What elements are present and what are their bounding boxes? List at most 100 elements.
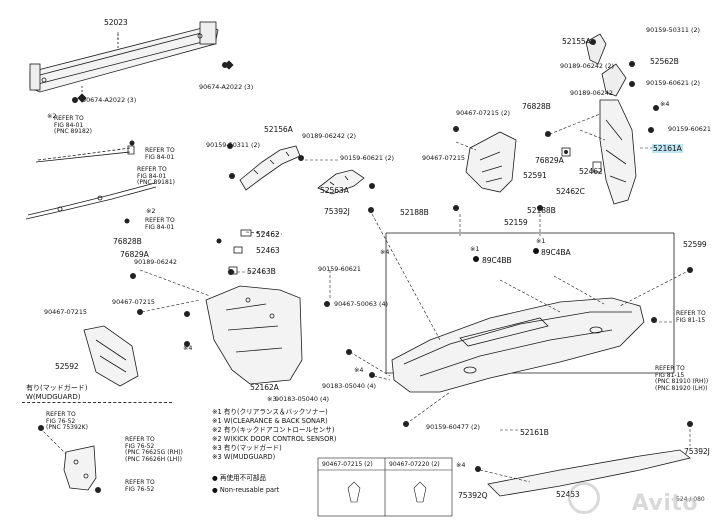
nonreusable-dot (533, 248, 539, 254)
molding-52453 (487, 449, 691, 497)
legend-table (317, 457, 453, 517)
label-75392q: 75392Q (458, 491, 488, 500)
table-marker-x4: ※4 (456, 461, 466, 469)
label-90467-07215-d: 90467-07215 (44, 308, 87, 316)
label-52591: 52591 (523, 171, 547, 180)
marker-x2-a: ※2 (47, 112, 57, 120)
kick-sensor-wires (25, 145, 157, 220)
label-90159-60621-top: 90159-60621 (2) (646, 79, 701, 87)
marker-x4-d: ※4 (380, 248, 390, 256)
bracket-52563a (317, 169, 365, 195)
label-52023: 52023 (104, 18, 128, 27)
label-52155a: 52155A (562, 37, 591, 46)
label-76829a-top: 76829A (535, 156, 564, 165)
label-90674-b: 90674-A2022 (3) (199, 83, 254, 91)
bracket-52156a (239, 145, 301, 191)
watermark-logo (568, 482, 600, 514)
label-90189-06242-b: 90189-06242 (134, 258, 177, 266)
label-75392j-b: 75392J (684, 447, 710, 456)
label-90159-60621-mid: 90159-60621 (668, 125, 711, 133)
label-52462-b: 52462 (256, 230, 280, 239)
label-90467-07215-mid: 90467-07215 (2) (456, 109, 511, 117)
label-52592: 52592 (55, 362, 79, 371)
label-90189-06242-mid: 90189-06242 (570, 89, 613, 97)
mud-guard (63, 445, 97, 491)
marker-x4: ※4 (660, 100, 670, 108)
label-76828b: 76828B (113, 237, 142, 246)
label-90183-05040: 90183-05040 (4) (322, 382, 377, 390)
mudguard-heading-jp: 有り(マッドガード) (26, 384, 88, 392)
marker-x2-b: ※2 (146, 207, 156, 215)
legend-line-6: ※3 W(MUDGUARD) (212, 453, 276, 461)
label-52156a: 52156A (264, 125, 293, 134)
legend-line-5: ※3 有り(マッドガード) (212, 444, 282, 452)
label-52563a: 52563A (320, 186, 349, 195)
side-piece-52162a (205, 285, 303, 385)
label-52562b: 52562B (650, 57, 679, 66)
label-89c4bb: 89C4BB (482, 256, 512, 265)
label-90183-05040-b: 90183-05040 (4) (275, 395, 330, 403)
reinforcement-52023 (29, 21, 219, 93)
label-52599: 52599 (683, 240, 707, 249)
label-89c4ba: 89C4BA (541, 248, 571, 257)
legend-line-8: ● Non-reusable part (212, 486, 280, 494)
label-52188b-a: 52188B (400, 208, 429, 217)
label-90674: 90674-A2022 (3) (82, 96, 137, 104)
label-90467-07215-left: 90467-07215 (422, 154, 465, 162)
nonreusable-dot (473, 256, 479, 262)
tags (228, 147, 602, 275)
leader-lines (39, 30, 691, 483)
label-90159-60621-l: 90159-60621 (2) (340, 154, 395, 162)
label-52463b: 52463B (247, 267, 276, 276)
label-90467-07215-c: 90467-07215 (112, 298, 155, 306)
label-90159-50311-l: 90159-50311 (2) (206, 141, 261, 149)
legend-line-1: ※1 有り(クリアランス＆バックソナー) (212, 408, 328, 416)
bumper-cover-52159 (385, 232, 675, 393)
marker-x4-c: ※4 (183, 344, 193, 352)
label-52161a: 52161A (652, 144, 683, 153)
label-52462: 52462 (579, 167, 603, 176)
label-52161b: 52161B (520, 428, 549, 437)
label-52188b-b: 52188B (527, 206, 556, 215)
bracket-52591 (465, 131, 517, 193)
label-52462c: 52462C (556, 187, 585, 196)
legend-line-2: ※1 W(CLEARANCE & BACK SONAR) (212, 417, 328, 425)
label-90467-50063: 90467-50063 (4) (334, 300, 389, 308)
table-header-1: 90467-07215 (2) (322, 461, 373, 468)
label-90159-60477: 90159-60477 (2) (426, 423, 481, 431)
label-90189-06242-top: 90189-06242 (2) (560, 62, 615, 70)
table-header-2: 90467-07220 (2) (389, 461, 440, 468)
label-90159-50311-top: 90159-50311 (2) (646, 26, 701, 34)
label-52463: 52463 (256, 246, 280, 255)
marker-x4-b: ※4 (354, 366, 364, 374)
legend-line-7: ● 再使用不可部品 (212, 474, 267, 482)
label-52162a: 52162A (250, 383, 279, 392)
legend-line-4: ※2 W(KICK DOOR CONTROL SENSOR) (212, 435, 337, 443)
label-76828b-top: 76828B (522, 102, 551, 111)
label-76829a: 76829A (120, 250, 149, 259)
retainer-52161a (599, 99, 637, 205)
marker-x1-a: ※1 (470, 245, 480, 253)
bracket-52592 (83, 325, 139, 387)
figure-code: 524 / 080 (676, 496, 705, 503)
label-52159: 52159 (504, 218, 528, 227)
label-90159-60621-b: 90159-60621 (318, 265, 361, 273)
marker-x1-b: ※1 (536, 237, 546, 245)
label-52453: 52453 (556, 490, 580, 499)
marker-x3: ※3 (267, 395, 277, 403)
label-75392j: 75392J (324, 207, 350, 216)
mudguard-divider (22, 402, 172, 403)
mudguard-heading-en: W(MUDGUARD) (26, 393, 81, 401)
label-90189-06242-l: 90189-06242 (2) (302, 132, 357, 140)
legend-line-3: ※2 有り(キックドアコントロールセンサ) (212, 426, 335, 434)
